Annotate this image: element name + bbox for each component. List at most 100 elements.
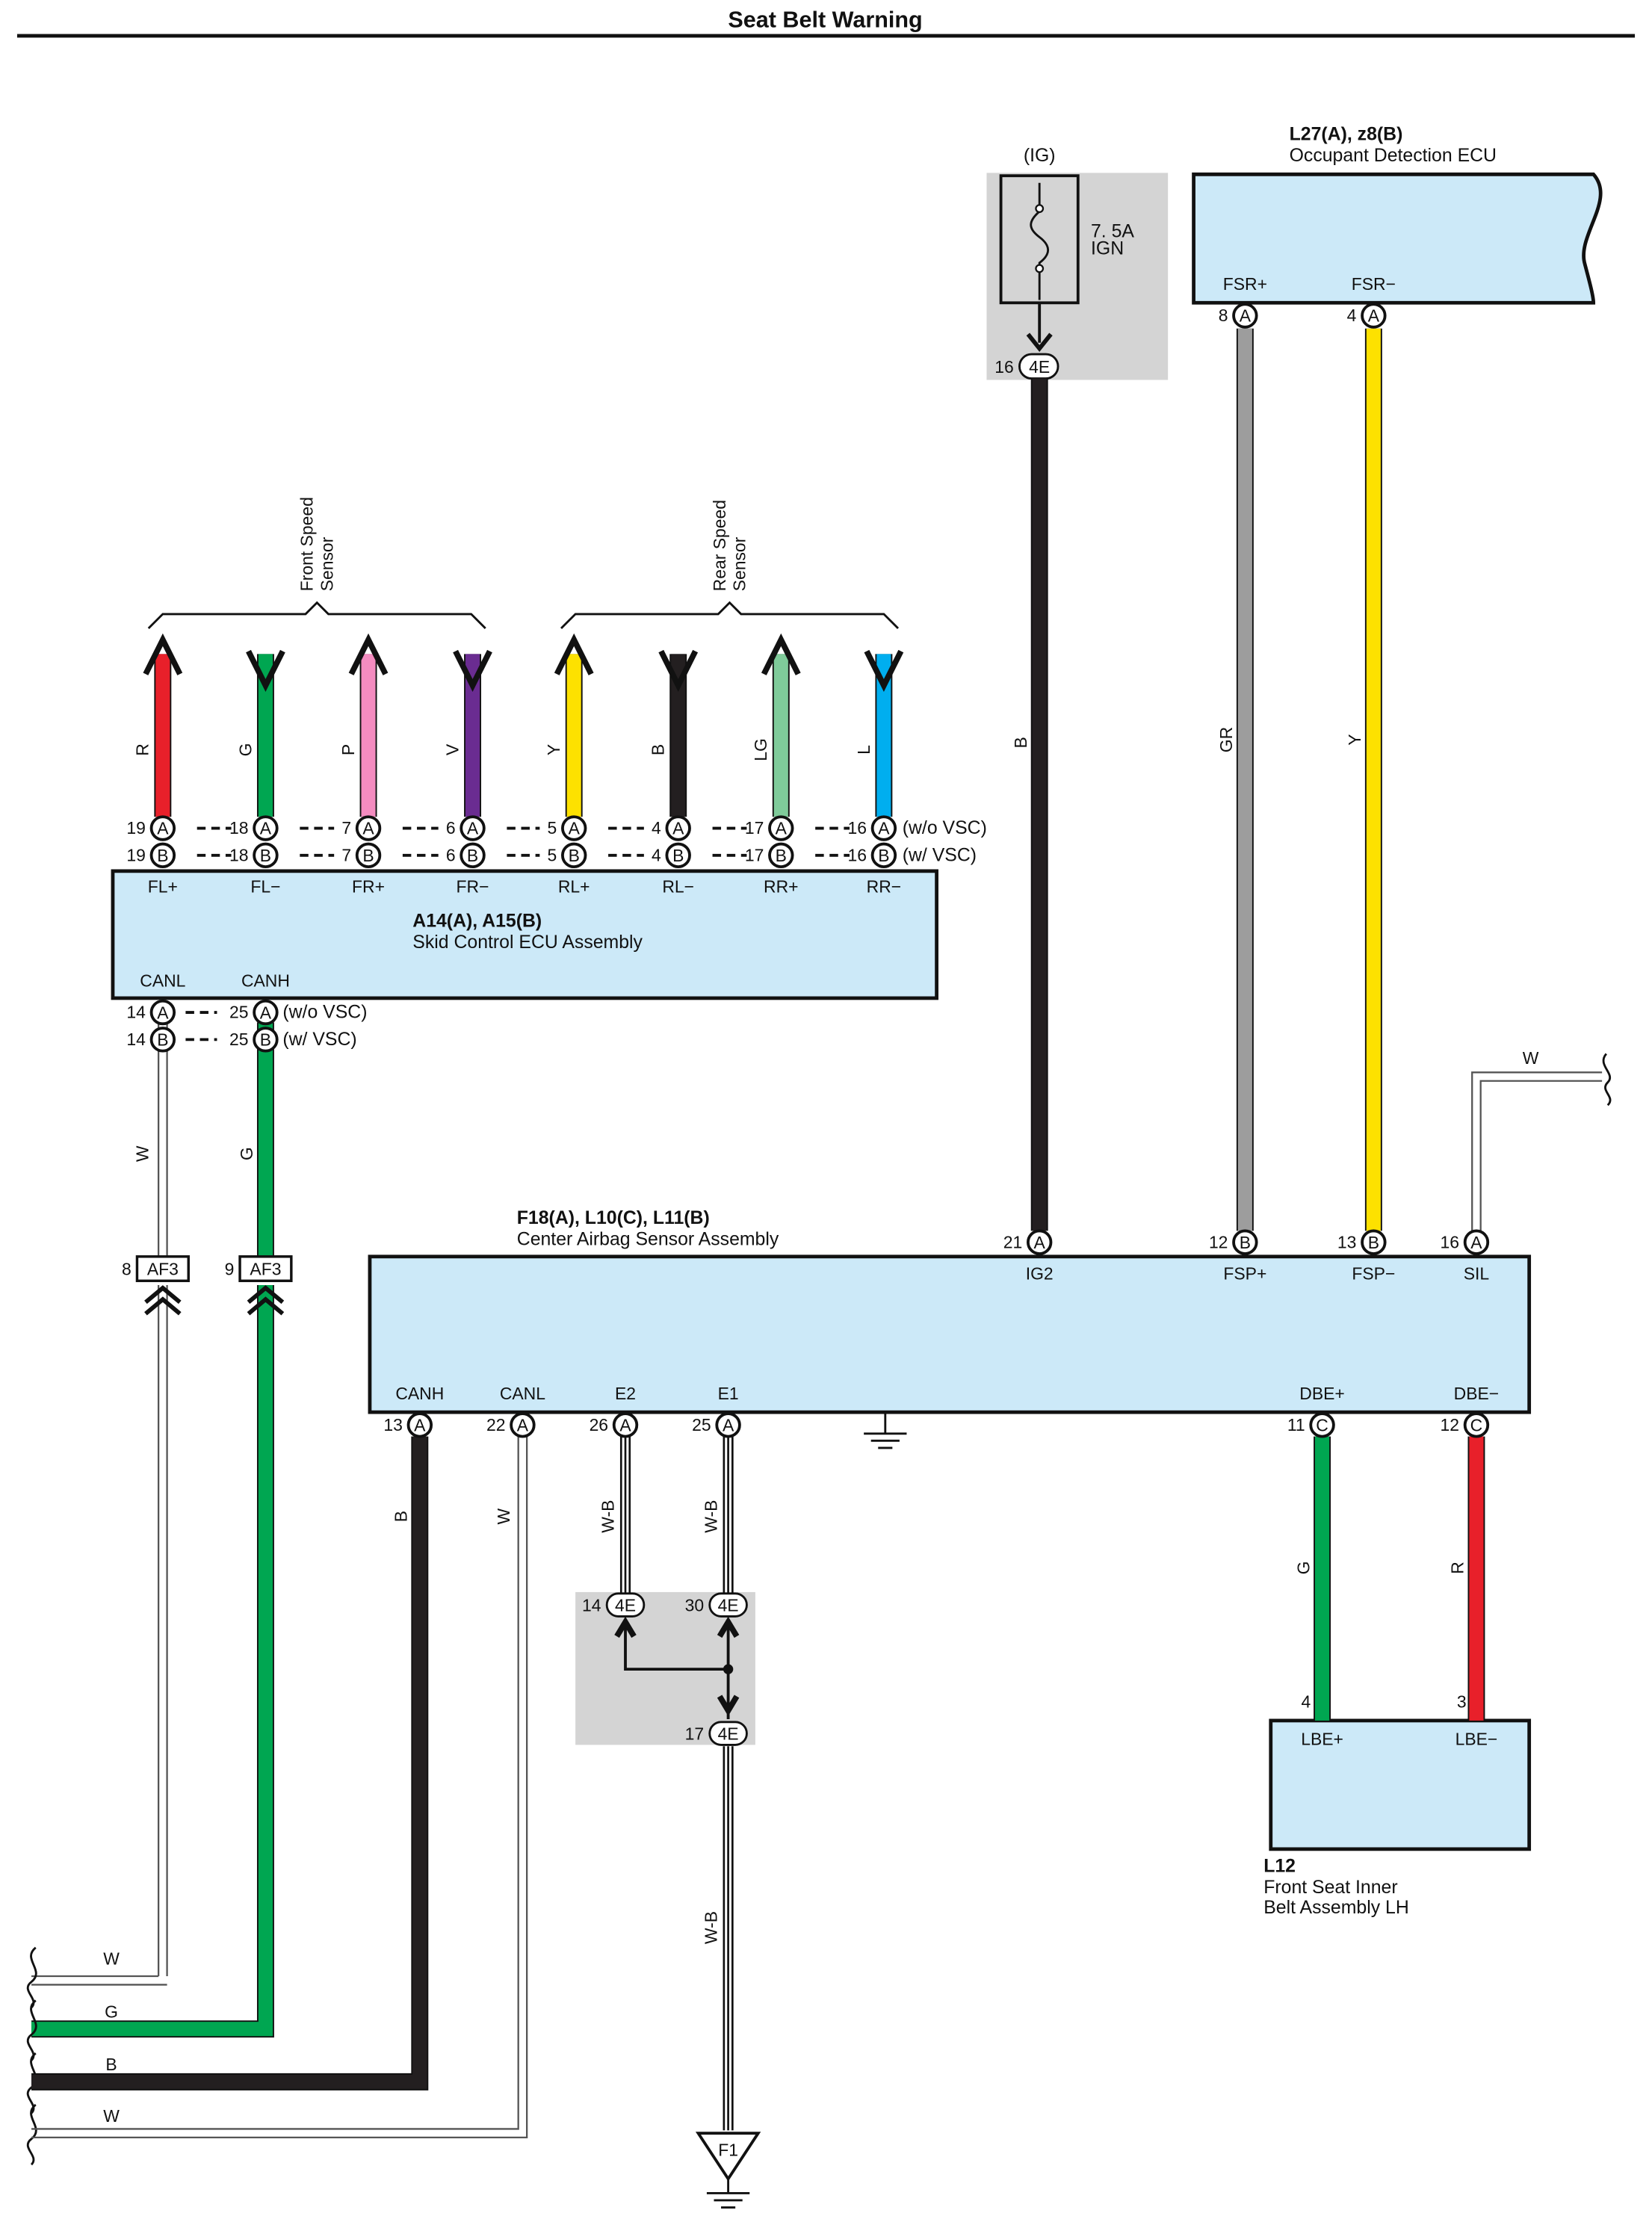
skid-canl-pin-a (149, 999, 176, 1026)
center-top-pin-number: 16 (1441, 1232, 1460, 1251)
junction-4e-pin17-label: 4E (718, 1724, 739, 1744)
can-pin-number: 14 (126, 1003, 146, 1022)
skid-pin-number: 7 (341, 818, 351, 838)
center-bottom-pin-DBE+-letter: C (1316, 1416, 1328, 1435)
canh-route-outline (31, 1285, 274, 2038)
bus-wire-color-label: G (105, 2002, 118, 2021)
skid-pin-b-FR+-letter: B (362, 846, 374, 865)
ig2-wire-color: B (1011, 737, 1030, 748)
skid-pin-a-RL+-letter: A (569, 819, 581, 838)
sensor-arrow-in (246, 649, 285, 692)
center-bottom-pin-E1-letter: A (723, 1416, 734, 1435)
center-bottom-pin-DBE− (1463, 1412, 1490, 1438)
skid-pin-number: 16 (847, 845, 867, 864)
skid-terminal-label: FR− (457, 877, 489, 897)
skid-canh-pin-a (253, 999, 279, 1026)
af3-pin-number: 9 (225, 1260, 235, 1279)
skid-pin-number: 4 (652, 845, 661, 864)
skid-pin-b-RL+-letter: B (569, 846, 580, 865)
sensor-arrow-out (143, 633, 183, 675)
center-bottom-terminal: CANH (395, 1384, 444, 1403)
skid-pin-a-RR−-letter: A (878, 819, 890, 838)
skid-pin-number: 5 (548, 818, 557, 838)
front-sensor-brace (147, 601, 486, 630)
center-bottom-terminal: E2 (615, 1384, 636, 1403)
sensor-wire-color-label: LG (751, 738, 770, 761)
sil-wire-color: W (1523, 1048, 1539, 1068)
skid-pin-a-FL+ (149, 815, 176, 841)
center-bottom-pin-DBE+ (1309, 1412, 1335, 1438)
e2-wire-color: W-B (598, 1500, 618, 1533)
center-bottom-pin-number: 12 (1441, 1415, 1460, 1435)
bus-break (26, 1999, 37, 2061)
bus-break (26, 1946, 37, 2009)
center-bottom-pin-CANL-letter: A (517, 1416, 529, 1435)
skid-pin-b-FL− (253, 842, 279, 869)
canh-route (31, 1285, 273, 2037)
skid-pin-number: 18 (229, 845, 249, 864)
af3-chevron (144, 1285, 182, 1316)
center-airbag-body-ground (862, 1412, 908, 1449)
dbe-plus-wire-color: G (1293, 1562, 1313, 1575)
occupant-ecu-code: L27(A), z8(B) (1290, 124, 1403, 144)
sensor-arrow-in (658, 649, 699, 692)
skid-canh-pin-a-letter: A (260, 1003, 272, 1022)
skid-pin-a-FR−-letter: A (467, 819, 479, 838)
ground-point-f1 (695, 2132, 761, 2182)
skid-pin-a-RR+ (768, 815, 794, 841)
skid-pin-b-RR+ (768, 842, 794, 869)
skid-terminal-label: RR+ (764, 877, 799, 897)
center-top-terminal: SIL (1464, 1263, 1489, 1283)
belt-assembly-box (1269, 1718, 1532, 1851)
fuse-arrow (1026, 332, 1053, 353)
skid-pin-a-RR+-letter: A (776, 819, 788, 838)
skid-pin-b-FL+-letter: B (157, 846, 168, 865)
sil-break (1602, 1053, 1612, 1107)
occupant-pin-FSR− (1361, 303, 1387, 329)
belt-terminal-lbe-plus: LBE+ (1301, 1729, 1343, 1748)
sensor-wire-color-label: L (854, 745, 873, 755)
sensor-wire-color-label: V (442, 743, 462, 755)
ground-point-f1-label: F1 (718, 2141, 738, 2160)
fsp-minus-wire-color: Y (1345, 734, 1364, 745)
skid-pin-a-RL−-letter: A (672, 819, 684, 838)
center-top-pin-SIL-letter: A (1470, 1233, 1482, 1252)
can-pin-number: 25 (229, 1003, 249, 1022)
skid-pin-number: 17 (745, 845, 764, 864)
skid-terminal-label: FL+ (148, 877, 178, 897)
af3-pin-number: 8 (122, 1260, 132, 1279)
belt-terminal-lbe-minus: LBE− (1455, 1729, 1498, 1748)
center-bottom-pin-number: 11 (1287, 1415, 1305, 1435)
skid-pin-a-FL−-letter: A (260, 819, 272, 838)
occupant-ecu-box (1192, 172, 1603, 305)
skid-pin-a-RR− (870, 815, 897, 841)
front-speed-sensor-label: Front Speed (297, 497, 317, 591)
labels-layer: R1919FL+G1818FL−P77FR+V66FR−Y55RL+B44RL−… (103, 274, 1539, 2160)
skid-pin-b-RL− (665, 842, 691, 869)
can-pin-number: 25 (229, 1030, 249, 1049)
skid-pin-a-FL− (253, 815, 279, 841)
fuse-name: IGN (1091, 238, 1124, 259)
belt-pin-number: 4 (1302, 1692, 1311, 1712)
can-variant-w-vsc: (w/ VSC) (282, 1030, 356, 1050)
sensor-wire-color-label: B (649, 744, 668, 755)
skid-pin-b-FL−-letter: B (260, 846, 271, 865)
occupant-terminal: FSR− (1352, 274, 1396, 294)
center-top-pin-IG2-letter: A (1034, 1233, 1046, 1252)
skid-pin-b-RR− (870, 842, 897, 869)
junction-4e-pin14-pin: 14 (582, 1596, 601, 1615)
af3-connector-label: AF3 (250, 1260, 281, 1279)
center-canh-wire-color: B (392, 1511, 411, 1522)
skid-terminal-label: RR− (867, 877, 902, 897)
center-airbag-code: F18(A), L10(C), L11(B) (517, 1208, 710, 1228)
skid-pin-number: 6 (446, 845, 456, 864)
center-bottom-pin-E2-letter: A (619, 1416, 631, 1435)
skid-canl-pin-a-letter: A (157, 1003, 169, 1022)
junction-4e-pin17 (708, 1721, 748, 1746)
sensor-wire-color-label: G (235, 743, 255, 757)
dbe-minus-wire-color: R (1448, 1562, 1467, 1574)
skid-terminal-label: FR+ (352, 877, 385, 897)
center-top-pin-number: 21 (1003, 1232, 1022, 1251)
center-top-terminal: FSP− (1352, 1263, 1395, 1283)
